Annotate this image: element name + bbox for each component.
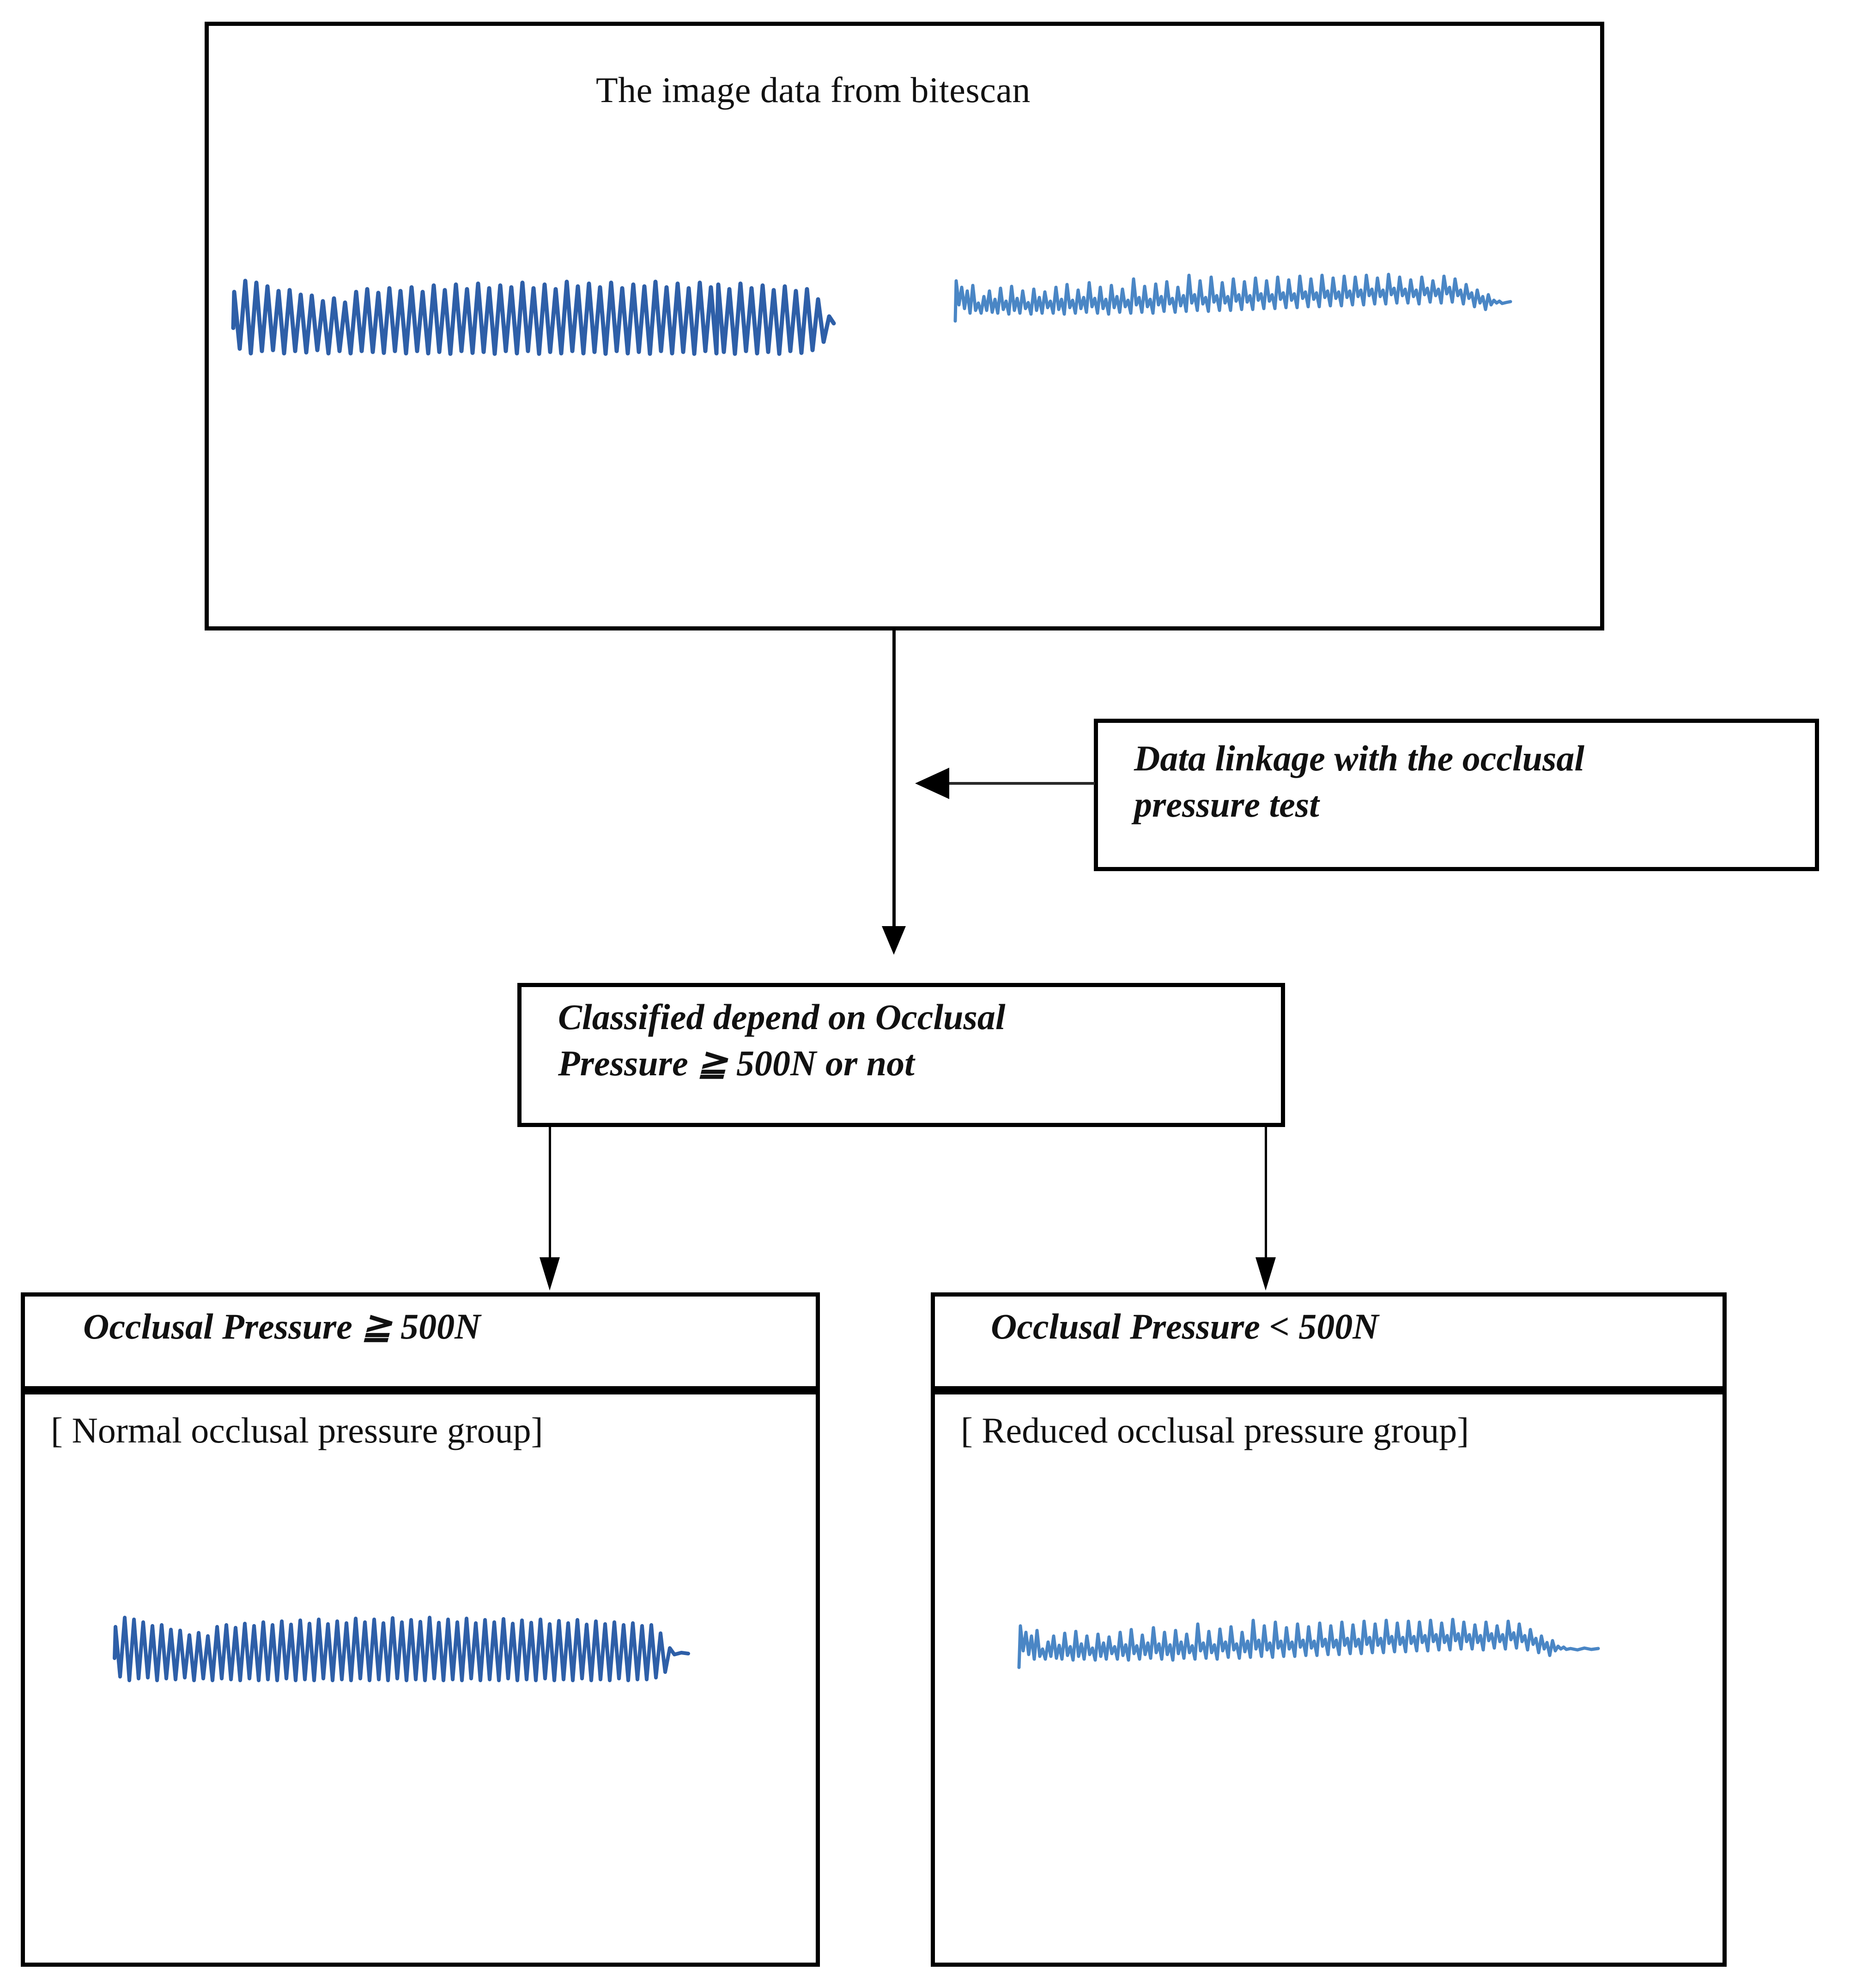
classification-decision-box [517,983,1285,1127]
low-amplitude-bite-waveform [952,259,1515,333]
reduced-group-waveform [1016,1603,1603,1679]
reduced-group-body-label: [ Reduced occlusal pressure group] [961,1410,1469,1450]
connector-linkage-to-flow [949,782,1095,785]
arrowhead-decision-to-reduced [1256,1257,1276,1291]
data-linkage-line-1: Data linkage with the occlusal [1134,738,1585,778]
normal-group-header-text: Occlusal Pressure ≧ 500N [83,1306,481,1346]
normal-group-header-box [21,1292,820,1390]
high-amplitude-bite-waveform [229,259,836,365]
arrowhead-linkage-to-flow [915,768,949,799]
decision-line-2: Pressure ≧ 500N or not [558,1042,915,1083]
normal-group-waveform [111,1598,693,1691]
reduced-group-header-text: Occlusal Pressure < 500N [991,1306,1379,1346]
source-box-title: The image data from bitescan [596,70,1031,110]
normal-group-body-box [21,1390,820,1967]
data-linkage-line-2: pressure test [1134,784,1319,824]
normal-group-body-label: [ Normal occlusal pressure group] [51,1410,543,1450]
connector-decision-to-normal [549,1127,551,1266]
arrowhead-decision-to-normal [540,1257,560,1291]
data-linkage-box [1094,719,1819,871]
data-linkage-text: Data linkage with the occlusal pressure … [1134,735,1804,828]
reduced-group-body-box [931,1390,1727,1967]
classification-decision-text: Classified depend on Occlusal Pressure ≧… [558,994,1279,1086]
decision-line-1: Classified depend on Occlusal [558,997,1006,1037]
arrowhead-source-to-decision [882,926,906,955]
connector-source-to-decision [892,629,896,927]
connector-decision-to-reduced [1265,1127,1267,1266]
reduced-group-header-box [931,1292,1727,1390]
